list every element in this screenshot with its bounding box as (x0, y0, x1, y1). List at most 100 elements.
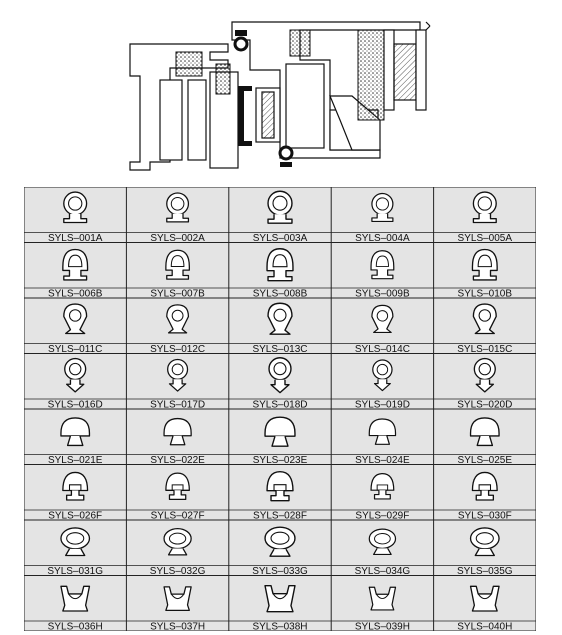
gasket-profile-icon (64, 357, 87, 393)
gasket-profile-icon (267, 190, 293, 224)
catalog-cell: SYLS–010B (433, 242, 536, 300)
gasket-profile-icon (63, 303, 88, 335)
glass-spacer (393, 43, 417, 101)
foam-insert-4 (357, 29, 385, 121)
gasket-profile-icon (63, 191, 88, 224)
catalog-cell: SYLS–028F (228, 464, 332, 522)
catalog-cell: SYLS–039H (331, 575, 434, 632)
foam-insert-1 (175, 51, 203, 77)
gasket-profile-icon (370, 472, 395, 500)
tube-gasket-top (233, 36, 249, 52)
sash-chamber-1 (285, 63, 325, 149)
catalog-cell: SYLS–034G (331, 520, 434, 577)
gasket-profile-icon (163, 586, 192, 611)
gasket-profile-icon (60, 527, 91, 557)
foam-insert-3 (289, 29, 311, 57)
catalog-cell: SYLS–032G (126, 520, 229, 577)
gasket-profile-icon (469, 527, 500, 557)
part-number-label: SYLS–007B (150, 289, 205, 300)
catalog-cell: SYLS–009B (331, 242, 434, 300)
gasket-profile-icon (469, 417, 500, 447)
part-number-label: SYLS–001A (48, 233, 103, 244)
part-number-label: SYLS–017D (150, 400, 205, 411)
part-number-label: SYLS–010B (458, 289, 513, 300)
part-number-label: SYLS–012C (150, 344, 205, 355)
gasket-profile-icon (371, 304, 394, 334)
gasket-profile-icon (370, 250, 395, 280)
gasket-profile-icon (165, 249, 190, 280)
gasket-profile-icon (264, 416, 296, 447)
catalog-cell: SYLS–019D (331, 353, 434, 411)
gasket-catalog-table: SYLS–001A SYLS–002A SYLS–003A SYLS–004A SYLS… (24, 187, 536, 631)
glass-pane-inner (415, 29, 427, 111)
part-number-label: SYLS–022E (150, 455, 205, 466)
black-gasket-vertical (238, 86, 244, 146)
gasket-profile-icon (368, 528, 397, 556)
catalog-cell: SYLS–021E (24, 409, 127, 466)
gasket-profile-icon (268, 357, 292, 394)
catalog-cell: SYLS–018D (228, 353, 332, 411)
catalog-cell: SYLS–037H (126, 575, 229, 632)
part-number-label: SYLS–009B (355, 289, 410, 300)
catalog-cell: SYLS–003A (228, 187, 332, 244)
part-number-label: SYLS–039H (355, 622, 410, 632)
catalog-cell: SYLS–004A (331, 187, 434, 244)
catalog-cell: SYLS–017D (126, 353, 229, 411)
catalog-cell: SYLS–026F (24, 464, 127, 522)
gasket-profile-icon (163, 528, 192, 556)
gasket-profile-icon (368, 586, 397, 611)
outer-frame-profile (129, 43, 229, 171)
catalog-cell: SYLS–031G (24, 520, 127, 577)
gasket-profile-icon (472, 303, 497, 335)
part-number-label: SYLS–011C (48, 344, 102, 355)
part-number-label: SYLS–031G (47, 566, 103, 577)
part-number-label: SYLS–037H (150, 622, 205, 632)
catalog-cell: SYLS–022E (126, 409, 229, 466)
catalog-cell: SYLS–035G (433, 520, 536, 577)
catalog-cell: SYLS–020D (433, 353, 536, 411)
part-number-label: SYLS–026F (48, 511, 102, 522)
gasket-profile-icon (62, 471, 89, 501)
catalog-cell: SYLS–014C (331, 298, 434, 355)
part-number-label: SYLS–032G (150, 566, 206, 577)
gasket-profile-icon (471, 471, 498, 501)
part-number-label: SYLS–028F (253, 511, 307, 522)
part-number-label: SYLS–003A (253, 233, 308, 244)
gasket-profile-icon (266, 248, 294, 282)
catalog-cell: SYLS–016D (24, 353, 127, 411)
part-number-label: SYLS–013C (252, 344, 307, 355)
gasket-profile-icon (471, 248, 498, 281)
gasket-profile-icon (165, 472, 190, 500)
frame-chamber-mid (187, 79, 207, 161)
part-number-label: SYLS–005A (458, 233, 513, 244)
foam-insert-2 (215, 63, 231, 95)
catalog-cell: SYLS–005A (433, 187, 536, 244)
frame-chamber-left (159, 79, 183, 161)
catalog-cell: SYLS–008B (228, 242, 332, 300)
catalog-cell: SYLS–029F (331, 464, 434, 522)
part-number-label: SYLS–029F (355, 511, 409, 522)
part-number-label: SYLS–016D (48, 400, 103, 411)
catalog-cell: SYLS–002A (126, 187, 229, 244)
part-number-label: SYLS–035G (457, 566, 513, 577)
part-number-label: SYLS–040H (457, 622, 512, 632)
gasket-profile-icon (372, 359, 393, 392)
catalog-cell: SYLS–013C (228, 298, 332, 355)
part-number-label: SYLS–034G (355, 566, 411, 577)
part-number-label: SYLS–002A (150, 233, 205, 244)
gasket-profile-icon (163, 417, 192, 446)
gasket-profile-icon (266, 471, 294, 502)
part-number-label: SYLS–004A (355, 233, 410, 244)
catalog-cell: SYLS–030F (433, 464, 536, 522)
part-number-label: SYLS–036H (48, 622, 103, 632)
catalog-cell: SYLS–027F (126, 464, 229, 522)
part-number-label: SYLS–030F (458, 511, 512, 522)
part-number-label: SYLS–033G (252, 566, 308, 577)
part-number-label: SYLS–027F (151, 511, 205, 522)
part-number-label: SYLS–020D (457, 400, 512, 411)
catalog-cell: SYLS–001A (24, 187, 127, 244)
part-number-label: SYLS–038H (252, 622, 307, 632)
part-number-label: SYLS–015C (457, 344, 512, 355)
gasket-profile-icon (368, 418, 397, 445)
part-number-label: SYLS–025E (458, 455, 513, 466)
